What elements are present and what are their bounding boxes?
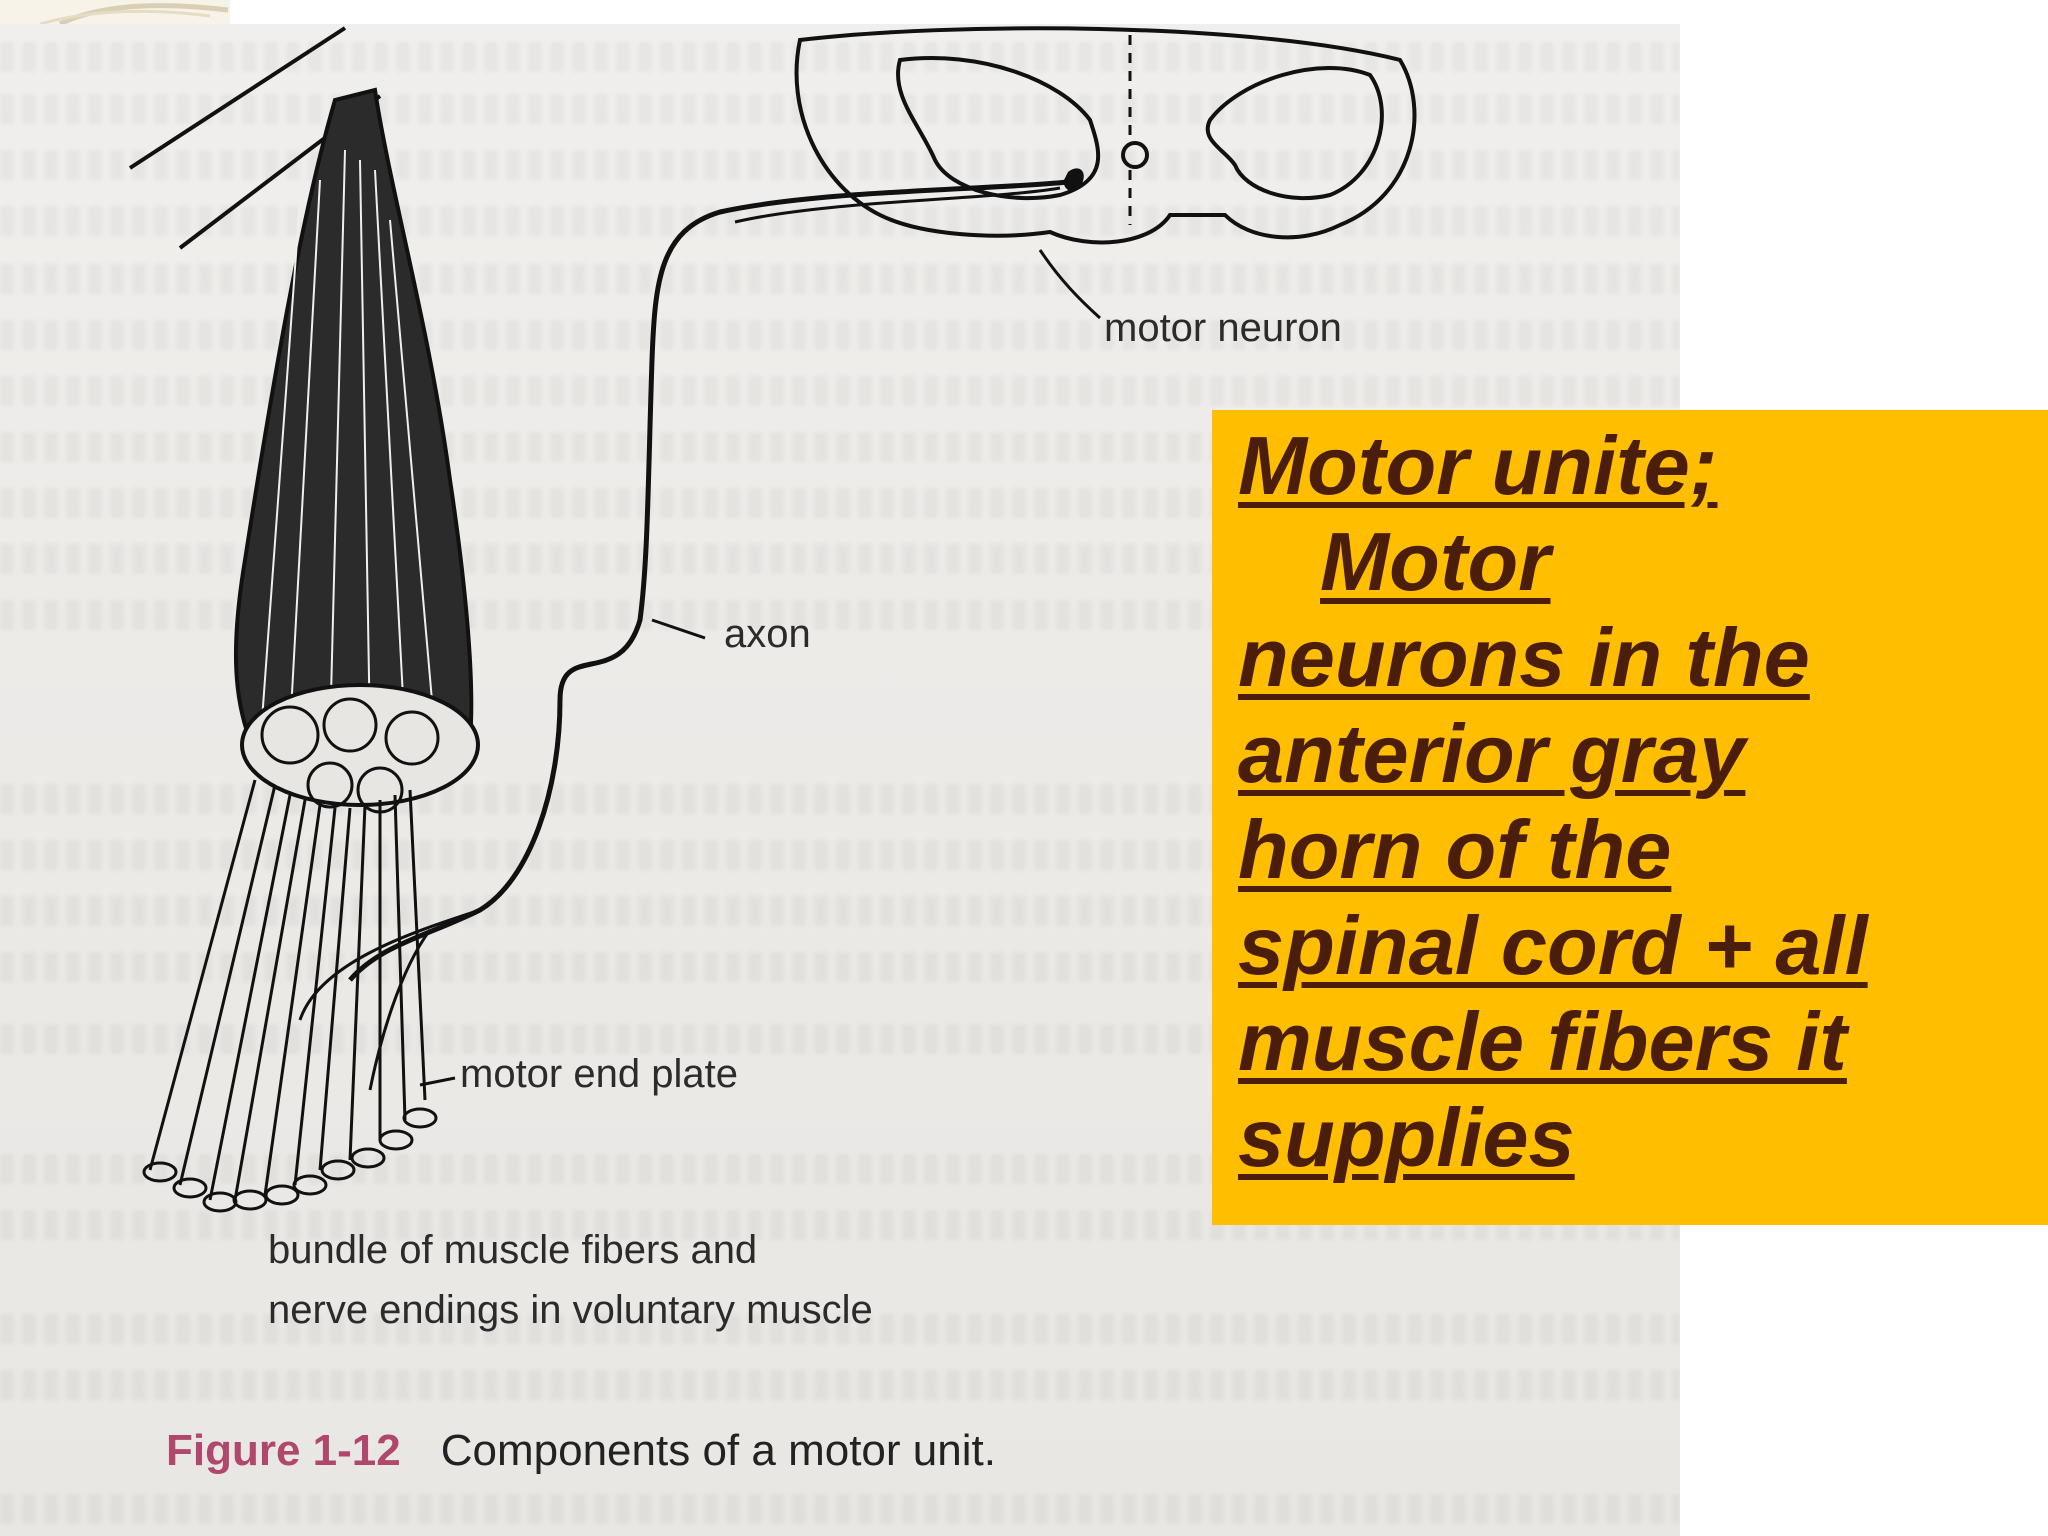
ghost-text-line [0,206,1680,236]
definition-line: Motor unite; [1238,419,1718,512]
bundle-caption: bundle of muscle fibers and nerve ending… [268,1220,873,1340]
axon-leader [651,618,706,640]
motor-neuron-leader [1038,249,1102,320]
definition-box: Motor unite; Motor neurons in the anteri… [1212,410,2048,1225]
muscle-bundle [233,87,480,814]
label-axon: axon [724,612,811,656]
ghost-text-line [0,42,1680,72]
corner-swirl-icon [0,0,230,24]
bundle-caption-line: nerve endings in voluntary muscle [268,1288,873,1332]
definition-line: muscle fibers it [1238,995,1847,1088]
ghost-text-line [0,1370,1680,1400]
muscle-fibers [142,779,438,1213]
motor-unit-diagram [128,26,1417,1213]
ghost-text-line [0,94,1680,124]
figure-title: Components of a motor unit. [440,1426,996,1475]
definition-line: neurons in the [1238,611,1810,704]
ghost-text-line [0,1314,1680,1344]
ghost-text-line [0,1494,1680,1524]
figure-caption: Figure 1-12 Components of a motor unit. [166,1426,996,1476]
definition-line: supplies [1238,1091,1575,1184]
end-plate-leader [419,1076,456,1087]
definition-line: anterior gray [1238,707,1746,800]
ghost-text-line [0,264,1680,294]
definition-line: spinal cord + all [1238,899,1868,992]
bundle-caption-line: bundle of muscle fibers and [268,1228,758,1272]
label-motor-end-plate: motor end plate [460,1052,738,1096]
axon-line [348,179,1069,982]
definition-line: horn of the [1238,803,1672,896]
figure-number: Figure 1-12 [166,1426,401,1475]
spinal-cord-cross-section [794,26,1417,245]
nerve-trunk-line [128,26,347,170]
label-motor-neuron: motor neuron [1104,306,1342,350]
definition-line: Motor [1320,515,1551,608]
corner-decoration [0,0,230,24]
